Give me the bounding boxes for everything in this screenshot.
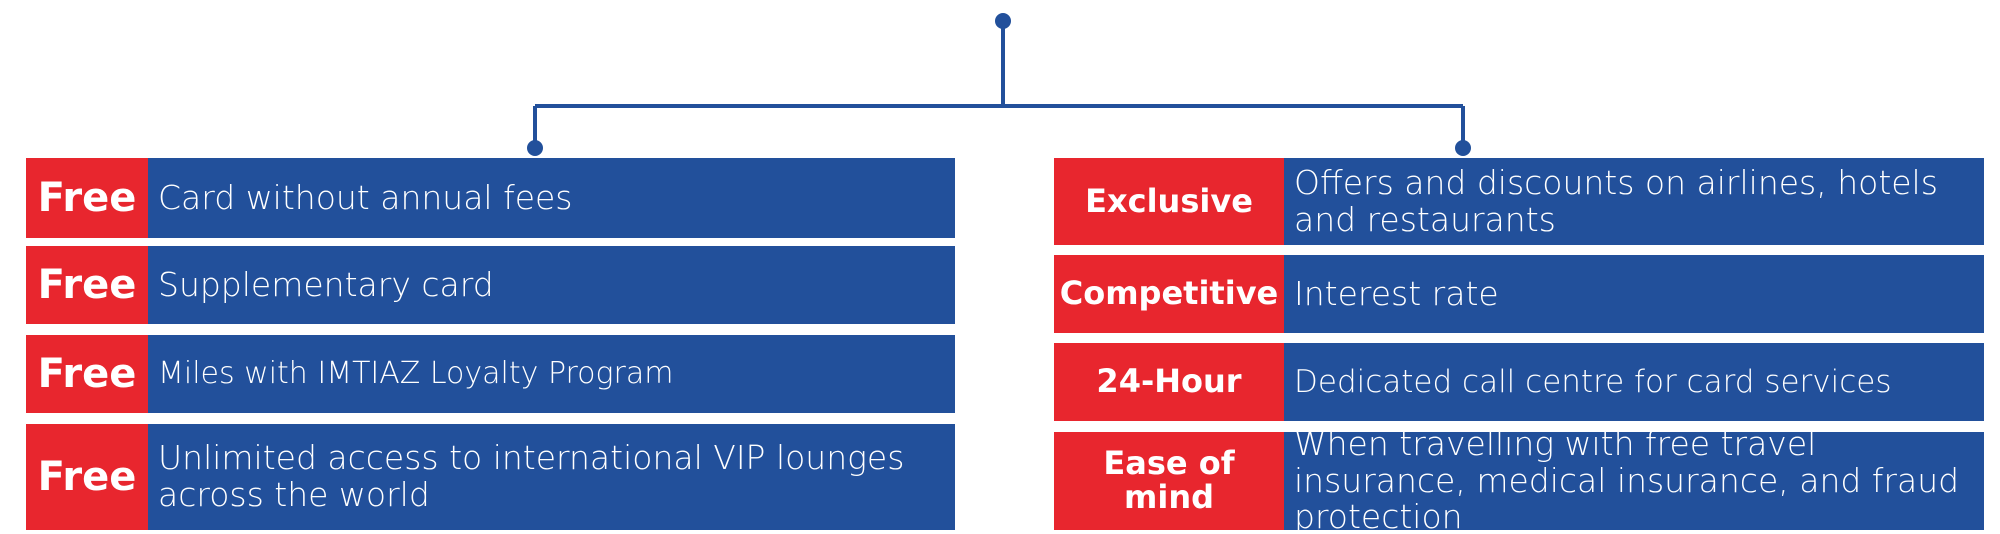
row-description: When travelling with free travel insuran… [1284,432,1984,530]
left-row-2: Free Supplementary card [26,246,955,324]
right-row-3: 24-Hour Dedicated call centre for card s… [1054,343,1984,421]
right-row-1: Exclusive Offers and discounts on airlin… [1054,158,1984,245]
row-description: Interest rate [1284,255,1984,333]
row-tag: Free [26,335,148,413]
row-tag: Free [26,246,148,324]
left-row-1: Free Card without annual fees [26,158,955,238]
right-branch-dot [1455,140,1471,156]
row-description: Offers and discounts on airlines, hotels… [1284,158,1984,245]
row-description: Miles with IMTIAZ Loyalty Program [148,335,955,413]
row-tag: Free [26,424,148,530]
row-description: Card without annual fees [148,158,955,238]
row-description: Unlimited access to international VIP lo… [148,424,955,530]
row-tag: Ease of mind [1054,432,1284,530]
row-tag: Exclusive [1054,158,1284,245]
right-row-4: Ease of mind When travelling with free t… [1054,432,1984,530]
row-tag: Free [26,158,148,238]
left-branch-dot [527,140,543,156]
row-description: Dedicated call centre for card services [1284,343,1984,421]
left-row-3: Free Miles with IMTIAZ Loyalty Program [26,335,955,413]
right-row-2: Competitive Interest rate [1054,255,1984,333]
row-description: Supplementary card [148,246,955,324]
row-tag: Competitive [1054,255,1284,333]
row-tag: 24-Hour [1054,343,1284,421]
left-row-4: Free Unlimited access to international V… [26,424,955,530]
